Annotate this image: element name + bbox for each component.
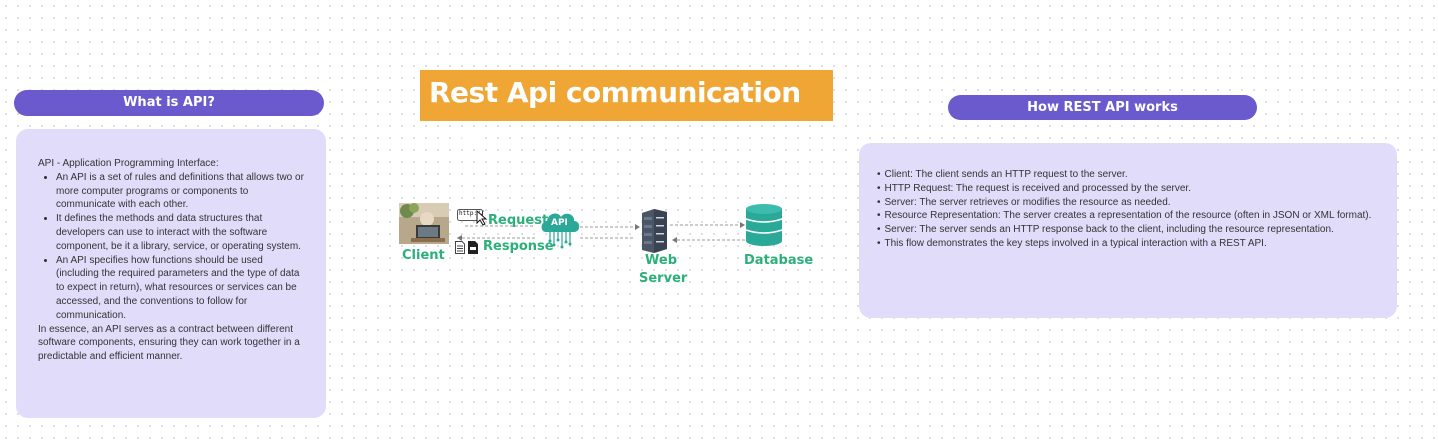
flow-lines [455,220,755,245]
list-item: An API specifies how functions should be… [56,254,306,323]
list-item: Server: The server retrieves or modifies… [877,196,1387,210]
web-server-label-line1: Web [645,253,677,268]
web-server-icon [639,209,669,253]
database-icon [745,203,783,247]
document-icon [455,241,465,254]
url-text: http:// [459,210,485,217]
how-rest-api-works-card: Client: The client sends an HTTP request… [859,143,1397,318]
page-title: Rest Api communication flow [420,70,833,155]
request-label: Request [488,213,549,228]
web-server-label-line2: Server [639,271,688,286]
json-file-icon [468,241,478,254]
client-photo [399,203,449,244]
list-item: Server: The server sends an HTTP respons… [877,223,1387,237]
how-rest-api-works-header: How REST API works [948,95,1257,120]
list-item: Resource Representation: The server crea… [877,209,1387,223]
api-bullet-list: An API is a set of rules and definitions… [38,171,306,323]
api-cloud-icon: API [538,206,582,250]
list-item: HTTP Request: The request is received an… [877,182,1387,196]
list-item: Client: The client sends an HTTP request… [877,168,1387,182]
database-label: Database [744,253,814,268]
rest-steps-list: Client: The client sends an HTTP request… [869,168,1387,251]
api-intro: API - Application Programming Interface: [38,158,219,169]
cursor-icon [476,209,488,226]
response-label: Response [483,239,554,254]
api-summary: In essence, an API serves as a contract … [38,323,300,363]
what-is-api-header: What is API? [14,90,324,116]
list-item: It defines the methods and data structur… [56,212,306,253]
url-bar-icon: http:// [457,208,485,221]
client-label: Client [402,248,445,263]
list-item: An API is a set of rules and definitions… [56,171,306,212]
api-cloud-label: API [551,218,568,228]
what-is-api-card: API - Application Programming Interface:… [16,129,326,418]
list-item: This flow demonstrates the key steps inv… [877,237,1387,251]
